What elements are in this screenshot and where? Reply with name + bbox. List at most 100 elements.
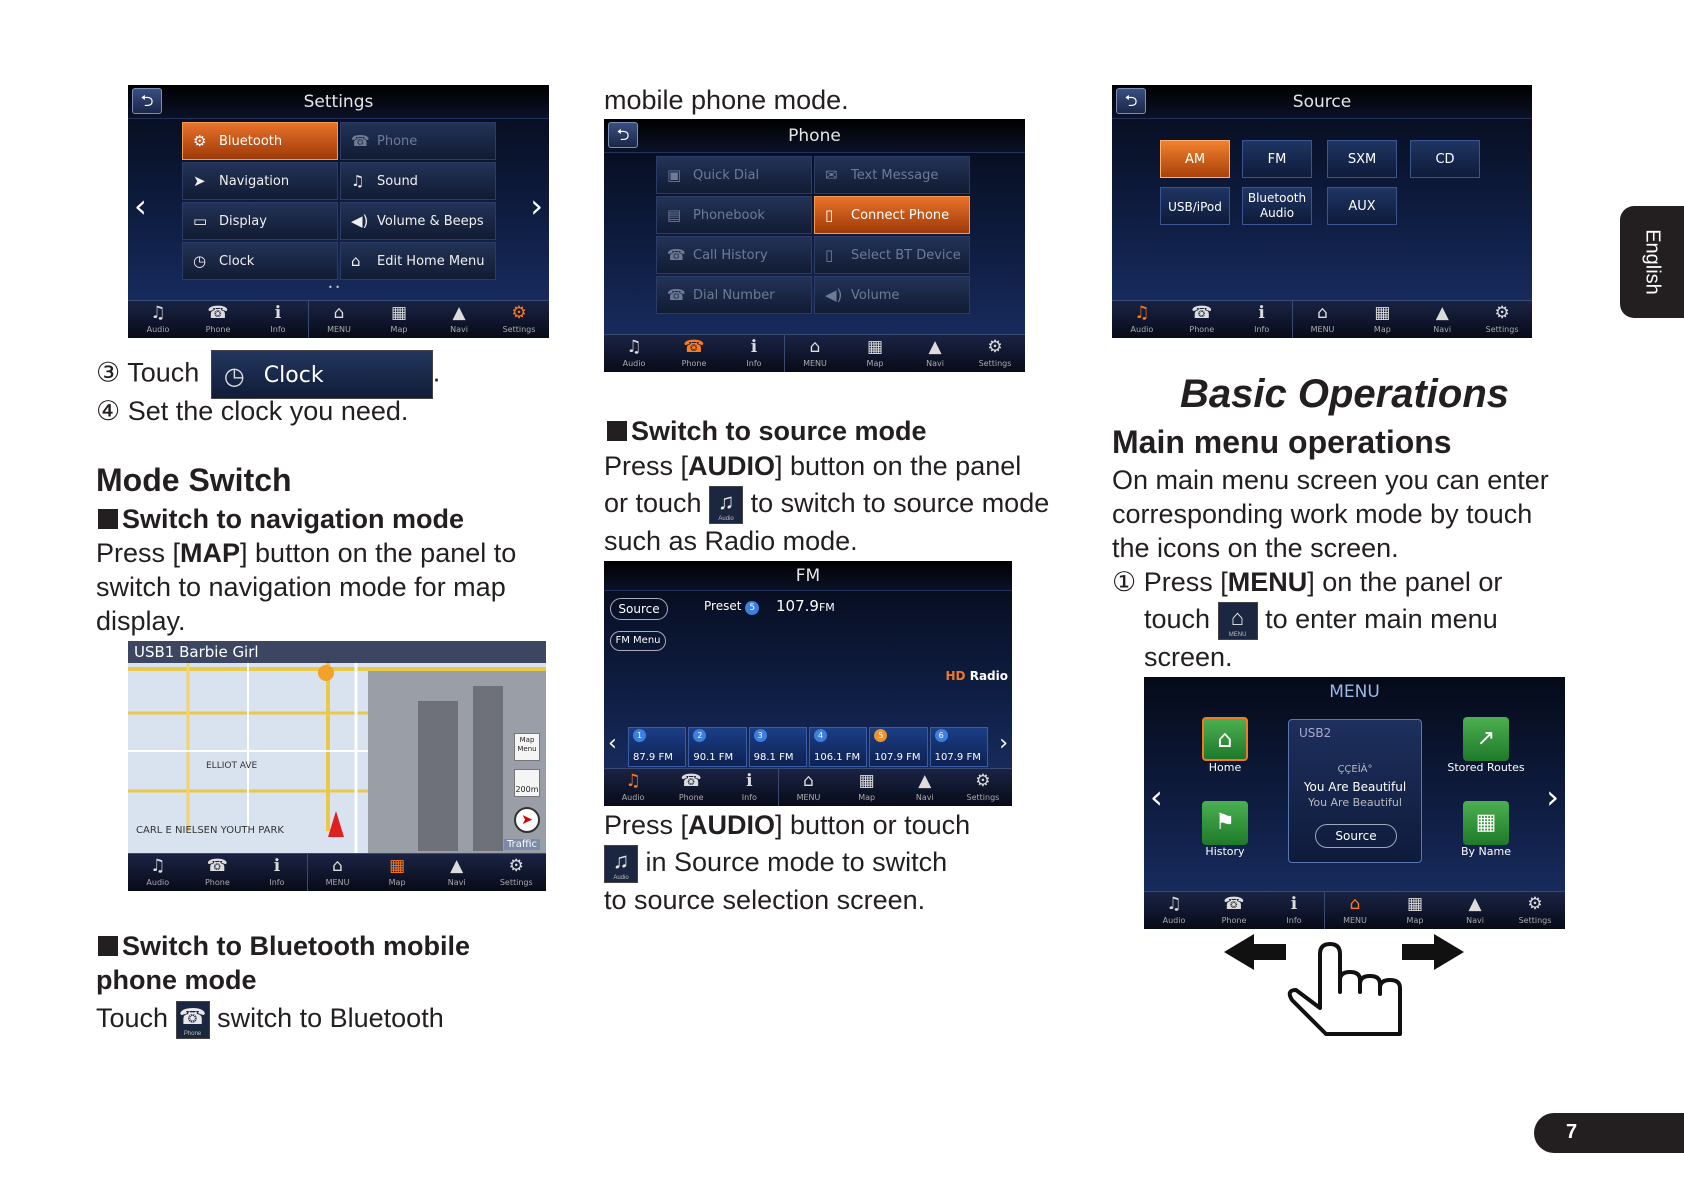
source-button[interactable]: Source xyxy=(610,598,668,620)
navi-tab[interactable]: ▲Navi xyxy=(905,335,965,372)
back-button[interactable]: ⮌ xyxy=(608,122,638,148)
clock-button[interactable]: ◷Clock xyxy=(182,242,338,280)
back-button[interactable]: ⮌ xyxy=(132,88,162,114)
compass-icon[interactable]: ➤ xyxy=(514,807,540,833)
navi-tab[interactable]: ▲Navi xyxy=(1412,301,1472,338)
menu-tab[interactable]: ⌂MENU xyxy=(309,301,369,338)
settings-tab[interactable]: ⚙Settings xyxy=(1505,892,1565,929)
prev-page-arrow[interactable]: ‹ xyxy=(1150,778,1163,816)
by-name-shortcut[interactable]: ▦ By Name xyxy=(1444,801,1528,863)
prev-page-arrow[interactable]: ‹ xyxy=(134,187,147,225)
phone-tab[interactable]: ☎Phone xyxy=(1172,301,1232,338)
am-button[interactable]: AM xyxy=(1160,140,1230,178)
settings-tab[interactable]: ⚙Settings xyxy=(1472,301,1532,338)
step1-line1: ① Press [MENU] on the panel or xyxy=(1112,567,1503,597)
settings-tab[interactable]: ⚙Settings xyxy=(954,769,1012,806)
back-button[interactable]: ⮌ xyxy=(1116,88,1146,114)
audio-tab[interactable]: ♫Audio xyxy=(128,301,188,338)
preset-next-arrow[interactable]: › xyxy=(999,731,1008,756)
history-shortcut[interactable]: ⚑ History xyxy=(1198,801,1252,863)
phone-tab[interactable]: ☎Phone xyxy=(662,769,720,806)
navi-tab[interactable]: ▲Navi xyxy=(429,301,489,338)
home-shortcut[interactable]: ⌂ Home xyxy=(1198,717,1252,779)
menu-tab[interactable]: ⌂MENU xyxy=(308,854,368,891)
menu-tab[interactable]: ⌂MENU xyxy=(1293,301,1353,338)
map-tab[interactable]: ▦Map xyxy=(369,301,429,338)
stored-routes-icon: ↗ xyxy=(1463,717,1509,761)
select-bt-device-button[interactable]: ▯Select BT Device xyxy=(814,236,970,274)
next-page-arrow[interactable]: › xyxy=(530,187,543,225)
source-button[interactable]: Source xyxy=(1315,824,1397,848)
preset-prev-arrow[interactable]: ‹ xyxy=(608,731,617,756)
map-tab[interactable]: ▦Map xyxy=(1352,301,1412,338)
audio-tab[interactable]: ♫Audio xyxy=(604,769,662,806)
settings-tab[interactable]: ⚙Settings xyxy=(965,335,1025,372)
square-bullet xyxy=(98,509,118,529)
navi-tab[interactable]: ▲Navi xyxy=(896,769,954,806)
menu-tab[interactable]: ⌂MENU xyxy=(1325,892,1385,929)
fm-button[interactable]: FM xyxy=(1242,140,1312,178)
phonebook-button[interactable]: ▤Phonebook xyxy=(656,196,812,234)
bluetooth-audio-button[interactable]: Bluetooth Audio xyxy=(1242,187,1312,225)
map-tab[interactable]: ▦Map xyxy=(1385,892,1445,929)
aux-button[interactable]: AUX xyxy=(1327,187,1397,225)
audio-tab[interactable]: ♫Audio xyxy=(1112,301,1172,338)
menu-tab[interactable]: ⌂MENU xyxy=(785,335,845,372)
phone-button[interactable]: ☎Phone xyxy=(340,122,496,160)
menu-tab[interactable]: ⌂MENU xyxy=(779,769,837,806)
map-tab[interactable]: ▦Map xyxy=(367,854,427,891)
volume-beeps-button[interactable]: ◀)Volume & Beeps xyxy=(340,202,496,240)
sound-button[interactable]: ♫Sound xyxy=(340,162,496,200)
cd-button[interactable]: CD xyxy=(1410,140,1480,178)
display-button[interactable]: ▭Display xyxy=(182,202,338,240)
bluetooth-button[interactable]: ⚙Bluetooth xyxy=(182,122,338,160)
text-message-button[interactable]: ✉Text Message xyxy=(814,156,970,194)
navi-tab[interactable]: ▲Navi xyxy=(1445,892,1505,929)
fm-title: FM xyxy=(604,561,1012,591)
map-menu-button[interactable]: Map Menu xyxy=(514,733,540,761)
phone-tab[interactable]: ☎Phone xyxy=(664,335,724,372)
usb-ipod-button[interactable]: USB/iPod xyxy=(1160,187,1230,225)
now-playing-card[interactable]: USB2 ÇÇEÌÀ° You Are Beautiful You Are Be… xyxy=(1288,719,1422,863)
edit-home-menu-button[interactable]: ⌂Edit Home Menu xyxy=(340,242,496,280)
audio-tab[interactable]: ♫Audio xyxy=(128,854,188,891)
dial-number-button[interactable]: ☎Dial Number xyxy=(656,276,812,314)
frequency-display: 107.9FM xyxy=(776,597,835,615)
connect-phone-button[interactable]: ▯Connect Phone xyxy=(814,196,970,234)
navi-icon: ▲ xyxy=(1435,303,1449,323)
phone-tab[interactable]: ☎Phone xyxy=(188,854,248,891)
audio-tab[interactable]: ♫Audio xyxy=(1144,892,1204,929)
next-page-arrow[interactable]: › xyxy=(1546,778,1559,816)
dial-icon: ☎ xyxy=(667,286,686,304)
navi-tab[interactable]: ▲Navi xyxy=(427,854,487,891)
settings-tab[interactable]: ⚙Settings xyxy=(489,301,549,338)
quick-dial-button[interactable]: ▣Quick Dial xyxy=(656,156,812,194)
map-tab[interactable]: ▦Map xyxy=(845,335,905,372)
settings-tab[interactable]: ⚙Settings xyxy=(486,854,546,891)
map-tab[interactable]: ▦Map xyxy=(838,769,896,806)
volume-button[interactable]: ◀)Volume xyxy=(814,276,970,314)
phone-tab[interactable]: ☎Phone xyxy=(188,301,248,338)
call-history-button[interactable]: ☎Call History xyxy=(656,236,812,274)
phone-tab[interactable]: ☎Phone xyxy=(1204,892,1264,929)
audio-tab[interactable]: ♫Audio xyxy=(604,335,664,372)
sxm-button[interactable]: SXM xyxy=(1327,140,1397,178)
stored-routes-shortcut[interactable]: ↗ Stored Routes xyxy=(1444,717,1528,779)
source-mode-heading: Switch to source mode xyxy=(607,416,927,447)
fm-menu-button[interactable]: FM Menu xyxy=(610,631,666,651)
navigation-button[interactable]: ➤Navigation xyxy=(182,162,338,200)
